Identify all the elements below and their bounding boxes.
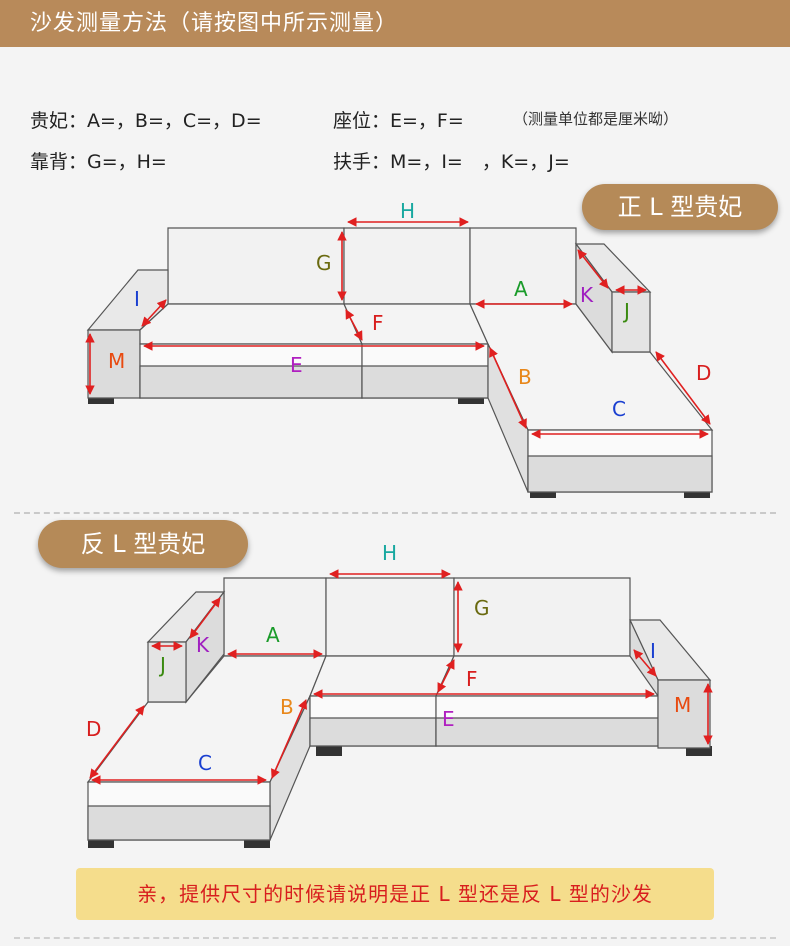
bottom-divider bbox=[14, 937, 776, 939]
label-G: G bbox=[474, 596, 490, 620]
chaise-base bbox=[527, 455, 713, 493]
seat-base-right bbox=[435, 717, 659, 747]
arrow-K bbox=[577, 249, 609, 289]
measure-arrows-right-l bbox=[85, 217, 711, 439]
arrow-F bbox=[345, 309, 363, 341]
label-H: H bbox=[382, 541, 397, 565]
seat-measure-label: 座位：E=，F= bbox=[333, 110, 464, 132]
seat-cushion-left bbox=[139, 303, 363, 345]
label-M: M bbox=[108, 349, 125, 373]
sofa-leg bbox=[530, 488, 556, 498]
label-F: F bbox=[372, 311, 384, 335]
notice-banner: 亲，提供尺寸的时候请说明是正 L 型还是反 L 型的沙发 bbox=[76, 868, 714, 920]
sofa-leg bbox=[244, 838, 270, 848]
label-C: C bbox=[198, 751, 212, 775]
sofa-left-l bbox=[86, 577, 712, 848]
measure-arrows-left-l bbox=[89, 569, 713, 785]
seat-cushion-left bbox=[309, 655, 455, 697]
sofa-right-l bbox=[86, 227, 714, 498]
left-arm-front bbox=[147, 641, 187, 703]
sofa-leg bbox=[458, 394, 484, 404]
label-C: C bbox=[612, 397, 626, 421]
arrow-D bbox=[89, 705, 145, 779]
arrow-K bbox=[189, 597, 221, 639]
label-I: I bbox=[134, 287, 140, 311]
label-E: E bbox=[442, 707, 455, 731]
sofa-leg bbox=[686, 746, 712, 756]
right-arm-front bbox=[657, 679, 711, 749]
header-subtitle: （请按图中所示测量） bbox=[168, 11, 399, 36]
label-G: G bbox=[316, 251, 332, 275]
label-A: A bbox=[514, 277, 528, 301]
label-B: B bbox=[280, 695, 294, 719]
seat-base-left bbox=[139, 365, 363, 399]
right-arm-front bbox=[611, 291, 651, 353]
arrow-D bbox=[655, 351, 711, 425]
label-F: F bbox=[466, 667, 478, 691]
label-K: K bbox=[580, 283, 594, 307]
label-J: J bbox=[622, 299, 630, 323]
label-M: M bbox=[674, 693, 691, 717]
label-D: D bbox=[86, 717, 101, 741]
arrow-I bbox=[633, 649, 657, 677]
arm-measure-label: 扶手：M=，I= ，K=，J= bbox=[333, 151, 570, 173]
label-H: H bbox=[400, 199, 415, 223]
label-I: I bbox=[650, 639, 656, 663]
sofa-leg bbox=[88, 394, 114, 404]
label-K: K bbox=[196, 633, 210, 657]
section-badge-right-l: 正 L 型贵妃 bbox=[582, 184, 778, 230]
label-D: D bbox=[696, 361, 711, 385]
arrow-F bbox=[437, 659, 455, 693]
chaise-base bbox=[87, 805, 271, 841]
label-J: J bbox=[158, 653, 166, 677]
arrow-B bbox=[271, 699, 307, 779]
label-E: E bbox=[290, 353, 303, 377]
section-divider bbox=[14, 512, 776, 514]
label-B: B bbox=[518, 365, 532, 389]
seat-base-middle bbox=[361, 365, 489, 399]
section-badge-left-l: 反 L 型贵妃 bbox=[38, 520, 248, 568]
sofa-leg bbox=[88, 838, 114, 848]
arrow-B bbox=[489, 347, 527, 429]
unit-note: （测量单位都是厘米呦） bbox=[513, 110, 679, 128]
backrest-middle bbox=[343, 227, 471, 305]
seat-base-left bbox=[309, 717, 437, 747]
arrow-I bbox=[141, 299, 167, 327]
back-measure-label: 靠背：G=，H= bbox=[30, 151, 167, 173]
header-title: 沙发测量方法 bbox=[30, 11, 169, 36]
label-A: A bbox=[266, 623, 280, 647]
page-header: 沙发测量方法（请按图中所示测量） bbox=[0, 0, 790, 47]
backrest-middle bbox=[325, 577, 455, 657]
sofa-leg bbox=[684, 488, 710, 498]
sofa-leg bbox=[316, 746, 342, 756]
chaise-measure-label: 贵妃：A=，B=，C=，D= bbox=[30, 110, 262, 132]
seat-cushion-middle bbox=[343, 303, 489, 345]
